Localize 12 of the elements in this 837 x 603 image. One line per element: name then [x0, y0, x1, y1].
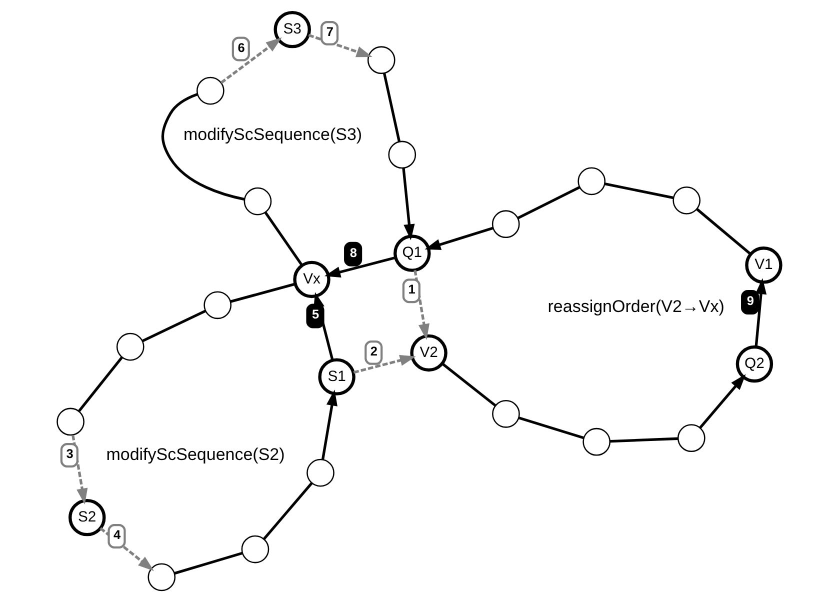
- edge-label: 3: [66, 446, 73, 462]
- edge-label: 4: [113, 527, 120, 542]
- edge-label: 7: [326, 24, 333, 39]
- edge-label: 1: [408, 282, 415, 297]
- edge-label: 2: [370, 343, 378, 358]
- edge-label: 8: [349, 244, 356, 260]
- edge-label: 6: [237, 40, 244, 55]
- label: modifyScSequence(S3): [182, 125, 362, 144]
- edge-label: 9: [746, 292, 754, 308]
- label: reassignOrder(V2→Vx): [547, 297, 724, 316]
- label: modifyScSequence(S2): [106, 444, 284, 464]
- edge-label: 5: [312, 306, 319, 322]
